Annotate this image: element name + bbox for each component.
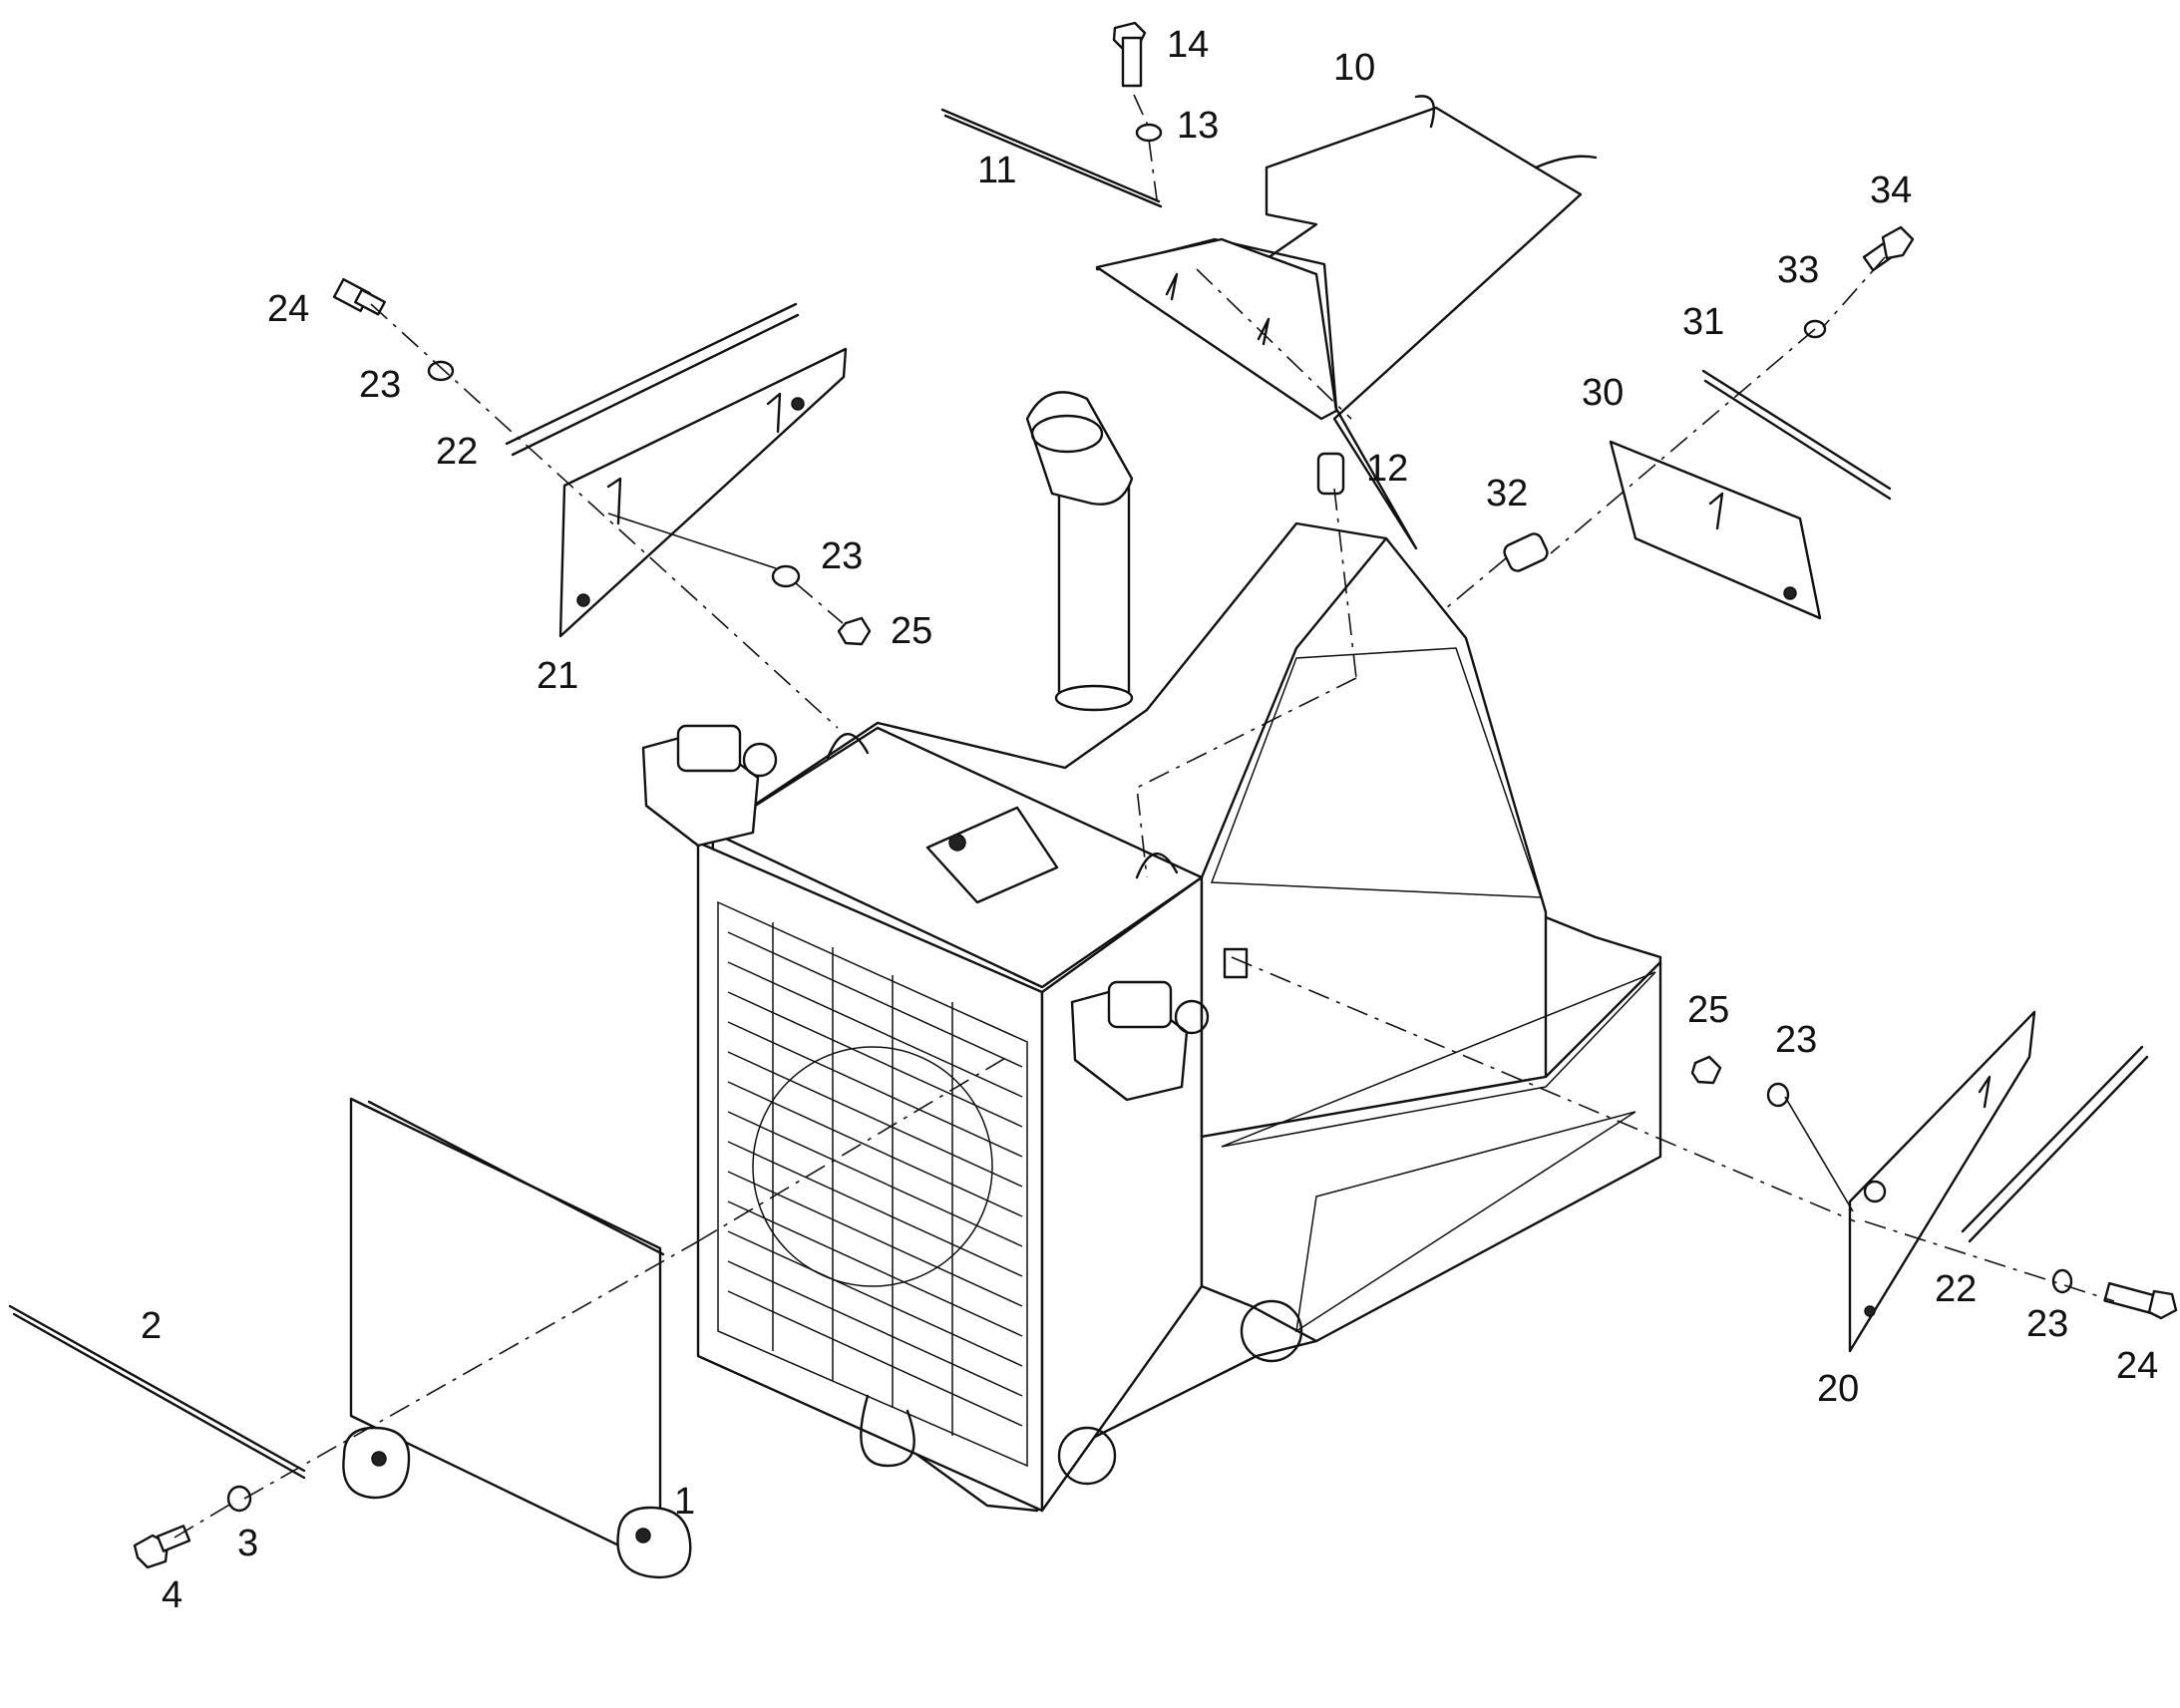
callout-23-right-lower: 23 <box>2026 1303 2068 1345</box>
callout-21: 21 <box>537 655 578 697</box>
callout-12: 12 <box>1366 448 1408 490</box>
callout-14: 14 <box>1167 24 1209 66</box>
callout-23-mid: 23 <box>821 535 863 577</box>
callout-23-left: 23 <box>359 364 401 406</box>
callout-24-right: 24 <box>2116 1345 2158 1387</box>
leader-lines <box>174 94 2115 1538</box>
callout-23-right-upper: 23 <box>1775 1019 1817 1061</box>
top-cover-plate <box>1095 95 1598 550</box>
callout-3: 3 <box>237 1523 258 1564</box>
callout-13: 13 <box>1177 105 1219 147</box>
callout-25-left: 25 <box>891 610 932 652</box>
callout-2: 2 <box>141 1305 162 1347</box>
callout-25-right: 25 <box>1687 989 1729 1031</box>
right-lower-side-panel <box>1848 1010 2149 1353</box>
callout-4: 4 <box>162 1574 182 1616</box>
callout-30: 30 <box>1582 372 1624 414</box>
callout-31: 31 <box>1682 301 1724 343</box>
left-side-panel <box>505 302 848 638</box>
callout-22-right: 22 <box>1935 1268 1977 1310</box>
hardware-fasteners <box>133 21 2178 1569</box>
radiator-hood-assembly <box>641 521 1662 1513</box>
front-grille-cover <box>8 1097 692 1579</box>
callout-1: 1 <box>674 1481 695 1523</box>
callout-24-left: 24 <box>267 288 309 330</box>
callout-11: 11 <box>977 150 1016 191</box>
callout-10: 10 <box>1333 47 1375 89</box>
callout-33: 33 <box>1777 249 1819 291</box>
left-work-light <box>641 724 778 848</box>
right-work-light <box>1070 980 1210 1102</box>
callout-labels: 14 10 13 11 34 33 31 30 24 23 22 12 32 2… <box>141 24 2158 1616</box>
exhaust-stack <box>1025 391 1134 712</box>
callout-32: 32 <box>1486 473 1528 514</box>
callout-34: 34 <box>1870 170 1912 211</box>
right-upper-side-panel <box>1609 369 1892 620</box>
callout-22-left: 22 <box>436 431 478 473</box>
callout-20: 20 <box>1817 1368 1859 1410</box>
